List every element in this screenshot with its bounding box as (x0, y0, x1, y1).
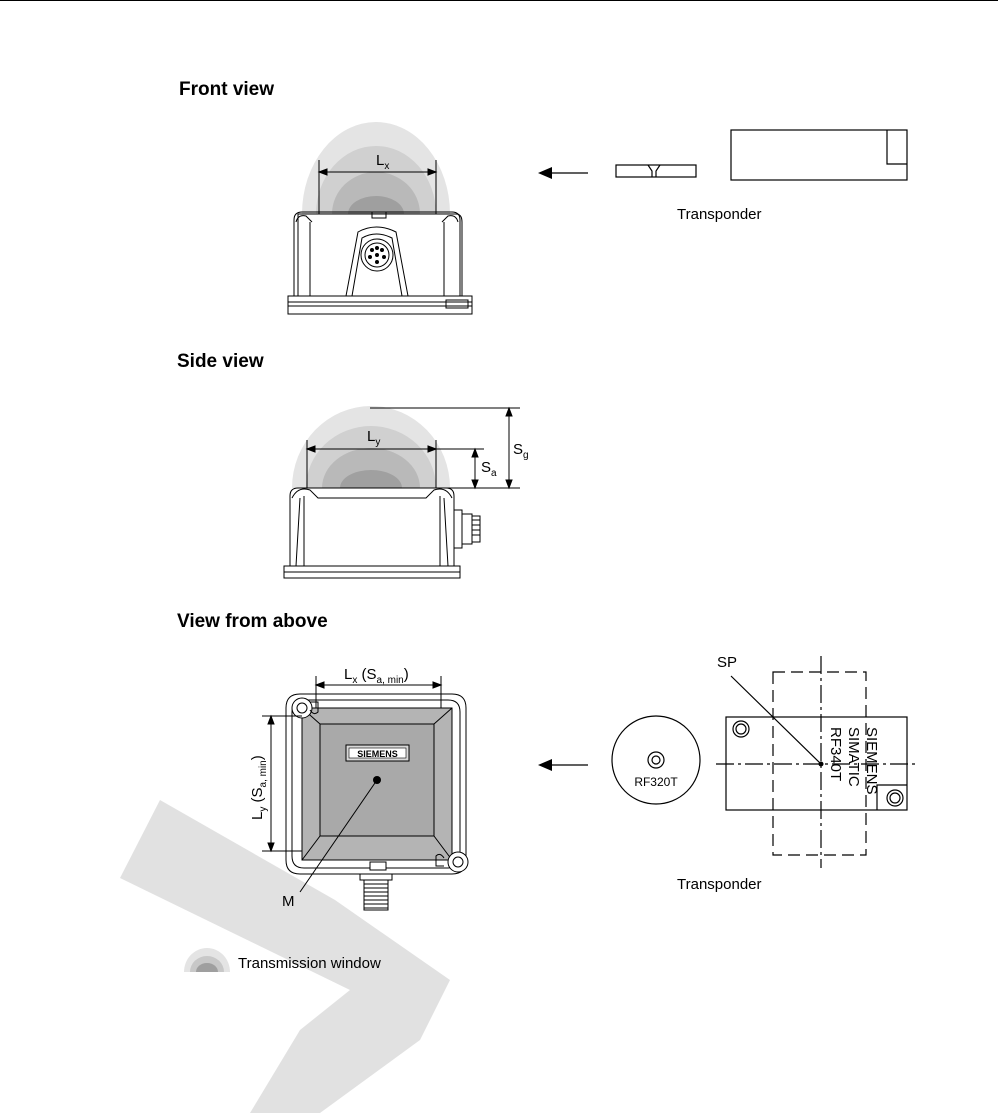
disc-transponder (612, 716, 700, 804)
above-brand-plate: SIEMENS (346, 745, 409, 761)
side-view-drawing: Ly Sa Sg (284, 406, 529, 578)
front-reader-body (288, 212, 472, 314)
side-reader-body (284, 488, 480, 578)
front-transponder-label: Transponder (677, 206, 762, 223)
front-transponder-drawing (616, 130, 907, 180)
above-view-drawing: SIEMENS M Lx (Sa, min) Ly (Sa, min) (249, 654, 916, 910)
above-reader-body (286, 694, 468, 910)
sp-label: SP (717, 654, 737, 671)
card-text-model: RF340T (827, 727, 844, 781)
front-approach-arrow (538, 167, 588, 179)
above-lx-label: Lx (Sa, min) (344, 666, 409, 686)
side-sg-label: Sg (513, 441, 529, 461)
disc-transponder-label: RF320T (634, 775, 678, 789)
above-ly-label: Ly (Sa, min) (249, 755, 269, 820)
legend-label: Transmission window (238, 955, 381, 972)
front-view-drawing: Lx (288, 122, 907, 314)
card-center-dot (819, 762, 824, 767)
card-text-simatic: SIMATIC (845, 727, 862, 787)
card-text-siemens: SIEMENS (863, 727, 880, 795)
side-sa-label: Sa (481, 459, 497, 479)
legend-swatch (184, 948, 230, 972)
above-m-label: M (282, 893, 295, 910)
card-transponder (716, 656, 916, 868)
side-transmission-window (292, 406, 450, 488)
above-transponder-label: Transponder (677, 876, 762, 893)
above-brand-text: SIEMENS (357, 749, 398, 759)
above-approach-arrow (538, 759, 588, 771)
